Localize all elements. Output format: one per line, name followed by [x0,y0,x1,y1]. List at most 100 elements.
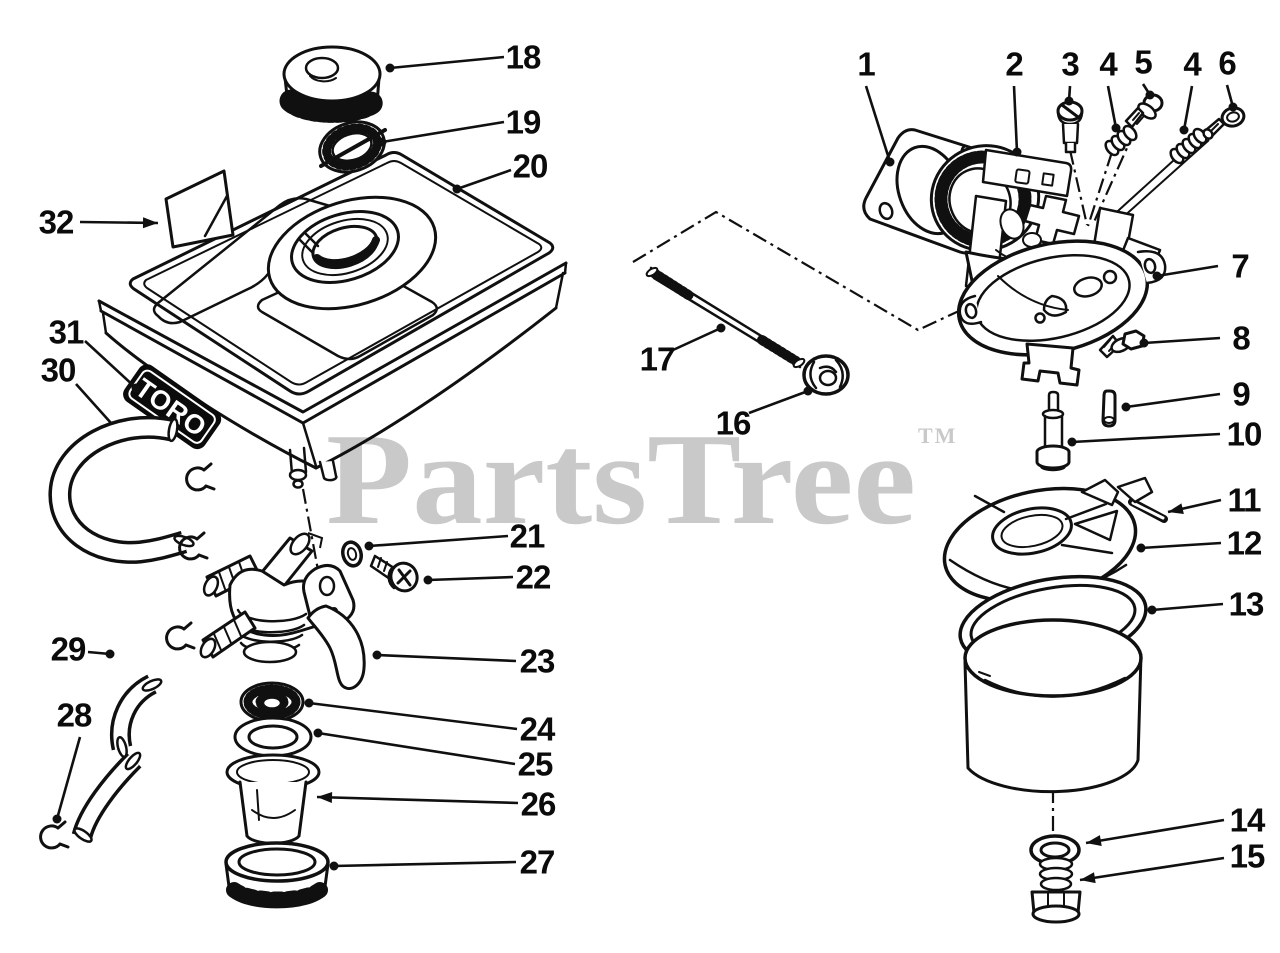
leader-arrow [1086,835,1102,846]
fuel-hose-lower [71,674,163,843]
part-number-6: 6 [1218,45,1236,82]
leader-dot [52,814,62,824]
callout-12: 12 [1136,525,1263,562]
callout-10: 10 [1067,416,1262,453]
callout-9: 9 [1121,376,1251,413]
callout-19: 19 [377,104,542,147]
float-valve-pin [1101,389,1117,428]
part-number-20: 20 [513,148,548,185]
leader-dot [1145,90,1155,100]
leader-dot [313,728,323,738]
part-number-17: 17 [640,341,675,378]
screw-spring [1104,124,1138,157]
part-number-12: 12 [1227,525,1262,562]
callout-32: 32 [39,204,159,241]
part-number-4: 4 [1099,46,1118,83]
callout-30: 30 [41,352,112,424]
leader-arrow [1080,872,1096,884]
part-number-19: 19 [506,104,541,141]
part-number-11: 11 [1228,482,1262,519]
drain-washer [1029,834,1081,866]
callout-16: 16 [716,386,813,442]
float-hinge-pin [1128,498,1168,523]
part-number-24: 24 [520,711,556,748]
part-number-23: 23 [520,643,555,680]
hose-clamp [185,462,216,492]
leader-dot [423,575,433,585]
screw-spring [1169,127,1208,165]
part-number-13: 13 [1229,586,1264,623]
callout-26: 26 [316,786,557,823]
part-number-32: 32 [39,204,74,241]
part-number-31: 31 [49,314,84,351]
fuel-hose-upper [48,415,195,564]
bowl-bolt [1030,856,1082,924]
callout-18: 18 [385,39,542,76]
leader-dot [304,698,314,708]
leader-dot [329,861,339,871]
filler-gasket [318,120,387,174]
part-number-1: 1 [857,46,875,83]
watermark-tm: TM [918,423,957,448]
part-number-14: 14 [1230,802,1266,839]
callout-8: 8 [1139,320,1251,357]
callout-6: 6 [1218,45,1238,112]
filter-screen [239,681,305,723]
callout-27: 27 [329,844,555,881]
flange-nut [802,354,850,396]
callout-15: 15 [1079,838,1266,884]
leader-arrow [1168,503,1184,515]
needle-valve [1035,390,1071,472]
bowl-gasket [233,716,313,758]
leader-arrow [142,217,158,229]
callout-24: 24 [304,698,557,748]
callout-20: 20 [452,148,548,194]
hose-clamp [178,531,209,561]
valve-screw [369,554,419,593]
hose-clamp [39,820,70,850]
part-number-18: 18 [506,39,541,76]
part-number-9: 9 [1232,376,1250,413]
part-number-5: 5 [1134,44,1152,81]
leader-dot [885,157,895,167]
leader-dot [1012,147,1022,157]
leader-dot [1067,437,1077,447]
watermark: PartsTree TM [326,407,957,552]
leader-dot [1111,123,1121,133]
pan-head-screw [1202,106,1246,140]
drain-bolt [1098,329,1146,359]
leader-dot [1136,543,1146,553]
callout-13: 13 [1147,586,1265,623]
leader-dot [105,649,115,659]
part-number-30: 30 [41,352,76,389]
idle-screw [1056,100,1084,154]
callout-29: 29 [51,631,115,668]
float-bowl [963,618,1143,794]
valve-washer [341,540,363,568]
fuel-cap [279,45,386,123]
part-number-15: 15 [1230,838,1265,875]
leader-dot [1147,605,1157,615]
mounting-stud [645,266,806,369]
callout-17: 17 [640,323,726,378]
adjusting-screw [1124,93,1164,129]
callout-2: 2 [1005,46,1024,157]
callout-11: 11 [1167,482,1262,519]
part-number-10: 10 [1227,416,1262,453]
callout-3: 3 [1061,46,1080,106]
callout-28: 28 [52,697,93,824]
part-number-8: 8 [1232,320,1250,357]
bowl-retainer-nut [224,841,330,909]
watermark-text: PartsTree [326,407,916,552]
leader-dot [1121,402,1131,412]
hose-clamp [165,621,196,651]
part-number-21: 21 [510,518,545,555]
carburetor-body [956,148,1167,387]
leader-dot [1064,96,1074,106]
leader-dot [377,137,387,147]
callout-21: 21 [364,518,546,555]
leader-dot [1139,338,1149,348]
tank-decal [164,169,235,249]
